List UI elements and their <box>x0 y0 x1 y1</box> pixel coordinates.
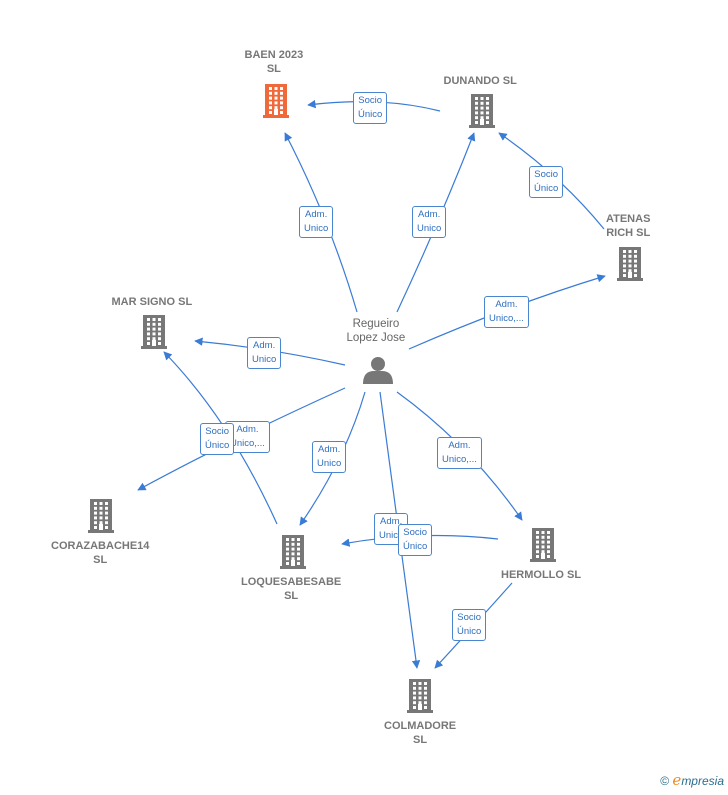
edge-label-person-loques[interactable]: Adm. Unico <box>312 441 347 473</box>
edge-label-line: Adm. <box>236 424 259 435</box>
icons-layer <box>88 84 643 713</box>
node-label-dunando[interactable]: DUNANDO SL <box>444 74 517 88</box>
node-label-line: MAR SIGNO SL <box>111 296 193 308</box>
node-label-line: SL <box>266 63 281 75</box>
node-label-line: SL <box>93 554 108 566</box>
node-label-line: HERMOLLO SL <box>501 569 582 581</box>
node-label-marsigno[interactable]: MAR SIGNO SL <box>112 295 193 309</box>
building-icon[interactable] <box>469 94 495 128</box>
node-label-line: BAEN 2023 <box>244 49 304 61</box>
edge-label-line: Unico <box>252 354 277 365</box>
node-label-line: COLMADORE <box>384 720 457 732</box>
edge-label-line: Único <box>358 109 383 120</box>
node-label-line: CORAZABACHE14 <box>51 540 150 552</box>
edge-label-line: Adm. <box>418 209 441 220</box>
edge-label-person-dunando[interactable]: Adm. Unico <box>412 206 447 238</box>
node-label-hermollo[interactable]: HERMOLLO SL <box>501 568 581 582</box>
node-label-line: Regueiro <box>352 318 400 330</box>
edge-label-line: Adm. <box>380 516 403 527</box>
edge-label-line: Socio <box>534 169 559 180</box>
edge-label-line: Adm. <box>318 444 341 455</box>
edge-label-person-baen[interactable]: Adm. Unico <box>299 206 334 238</box>
edge-label-line: Único <box>457 626 482 637</box>
building-icon[interactable] <box>141 315 167 349</box>
brand-logo-e: e <box>672 771 682 789</box>
building-icon[interactable] <box>280 535 306 569</box>
node-label-line: Lopez Jose <box>346 332 406 344</box>
edge-label-line: Adm. <box>305 209 328 220</box>
edge-label-line: Socio <box>457 612 482 623</box>
edge-label-line: Adm. <box>495 299 518 310</box>
brand-name: mpresia <box>681 774 724 788</box>
node-label-line: SL <box>284 590 299 602</box>
building-icon[interactable] <box>407 679 433 713</box>
node-label-line: DUNANDO SL <box>443 75 517 87</box>
edge-label-line: Único <box>534 183 559 194</box>
edge-label-line: Único <box>205 440 230 451</box>
edge-label-line: Unico,... <box>230 438 265 449</box>
node-label-atenas[interactable]: ATENAS RICH SL <box>606 212 650 240</box>
node-label-line: LOQUESABESABE <box>241 576 342 588</box>
copyright-symbol: © <box>660 774 670 788</box>
edge-label-line: Unico,... <box>442 454 477 465</box>
edge-label-person-hermollo[interactable]: Adm. Unico,... <box>437 437 482 469</box>
person-icon[interactable] <box>363 357 393 384</box>
edge-label-line: Unico <box>304 223 329 234</box>
building-icon[interactable] <box>530 528 556 562</box>
node-label-loques[interactable]: LOQUESABESABE SL <box>241 575 341 603</box>
edge-label-line: Unico <box>417 223 442 234</box>
edge-label-line: Adm. <box>448 440 471 451</box>
building-icon[interactable] <box>617 247 643 281</box>
edge-label-line: Socio <box>205 426 230 437</box>
node-label-colmadore[interactable]: COLMADORE SL <box>384 719 456 747</box>
node-label-line: ATENAS <box>606 213 651 225</box>
node-label-line: SL <box>413 734 428 746</box>
edge-label-line: Unico,... <box>489 313 524 324</box>
brand-watermark: © empresia <box>660 771 724 789</box>
edge-label-line: Único <box>403 541 428 552</box>
edge-label-line: Unico <box>379 530 404 541</box>
edge-label-line: Adm. <box>253 340 276 351</box>
edge-label-person-marsigno[interactable]: Adm. Unico <box>247 337 282 369</box>
building-icon[interactable] <box>263 84 289 118</box>
edge-label-line: Unico <box>317 458 342 469</box>
edge-label-line: Socio <box>403 527 428 538</box>
building-icon[interactable] <box>88 499 114 533</box>
edge-label-line: Socio <box>358 95 383 106</box>
node-label-line: RICH SL <box>606 227 651 239</box>
edge-label-person-atenas[interactable]: Adm. Unico,... <box>484 296 529 328</box>
